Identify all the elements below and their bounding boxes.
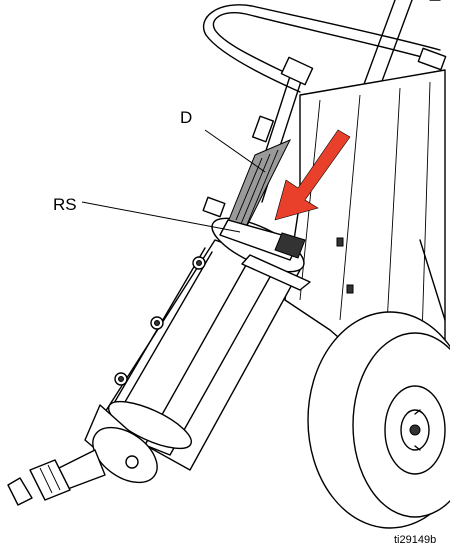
callout-label-rs: RS (53, 195, 77, 214)
cart-wheel (307, 311, 450, 529)
figure-id: ti29149b (394, 534, 436, 546)
lift-rod (249, 56, 314, 203)
callout-label-d: D (180, 108, 192, 127)
cart-handle (202, 0, 447, 96)
pump-inlet (7, 404, 158, 506)
leader-line-rs (81, 201, 241, 233)
insert-direction-arrow (274, 129, 351, 221)
leader-line-d (204, 129, 266, 173)
packing-strip (202, 139, 306, 261)
